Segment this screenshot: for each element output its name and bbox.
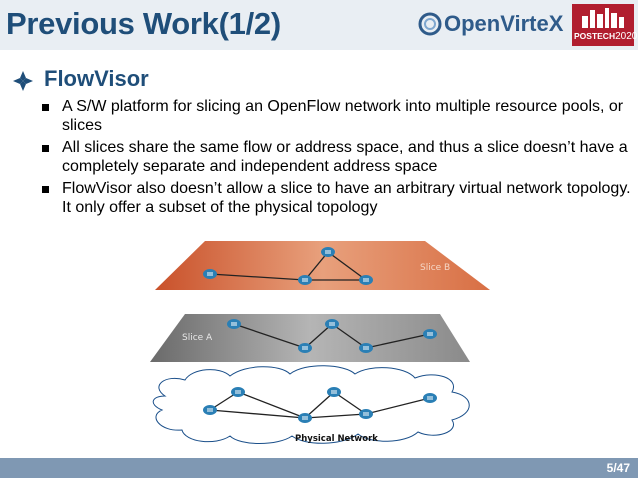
slice-a-label: Slice A bbox=[182, 333, 213, 343]
physical-network-label: Physical Network bbox=[295, 434, 378, 444]
bullet-item: A S/W platform for slicing an OpenFlow n… bbox=[42, 98, 632, 135]
bullet-item: FlowVisor also doesn’t allow a slice to … bbox=[42, 180, 632, 217]
postech-emblem-icon bbox=[582, 8, 624, 28]
slice-b-plane: Slice B bbox=[155, 241, 490, 290]
slide-footer: 5/47 bbox=[0, 458, 638, 478]
network-slicing-diagram: Slice B Slice A Physical Network bbox=[150, 241, 490, 444]
bullet-list: A S/W platform for slicing an OpenFlow n… bbox=[42, 98, 632, 221]
slice-a-plane: Slice A bbox=[150, 314, 470, 362]
bullet-text: A S/W platform for slicing an OpenFlow n… bbox=[62, 98, 624, 134]
openvirtex-logo-icon bbox=[418, 12, 442, 36]
postech-name: POSTECH bbox=[574, 31, 616, 41]
postech-year: 2020 bbox=[615, 31, 638, 42]
openvirtex-logo-text: OpenVirteX bbox=[444, 11, 564, 36]
square-bullet-icon bbox=[42, 186, 49, 193]
section-title: FlowVisor bbox=[44, 66, 149, 91]
slide-title: Previous Work(1/2) bbox=[6, 6, 281, 41]
physical-network: Physical Network bbox=[152, 365, 470, 444]
postech-logo-text: POSTECH2020 bbox=[574, 31, 637, 42]
bullet-item: All slices share the same flow or addres… bbox=[42, 139, 632, 176]
bullet-text: All slices share the same flow or addres… bbox=[62, 139, 628, 175]
postech-logo bbox=[572, 4, 634, 46]
slide-header: Previous Work(1/2) OpenVirteX POSTECH202… bbox=[0, 0, 638, 50]
slice-b-label: Slice B bbox=[420, 263, 450, 273]
bullet-text: FlowVisor also doesn’t allow a slice to … bbox=[62, 180, 631, 216]
page-number: 5/47 bbox=[606, 461, 630, 475]
square-bullet-icon bbox=[42, 145, 49, 152]
diamond-bullet-icon bbox=[13, 71, 33, 91]
square-bullet-icon bbox=[42, 104, 49, 111]
